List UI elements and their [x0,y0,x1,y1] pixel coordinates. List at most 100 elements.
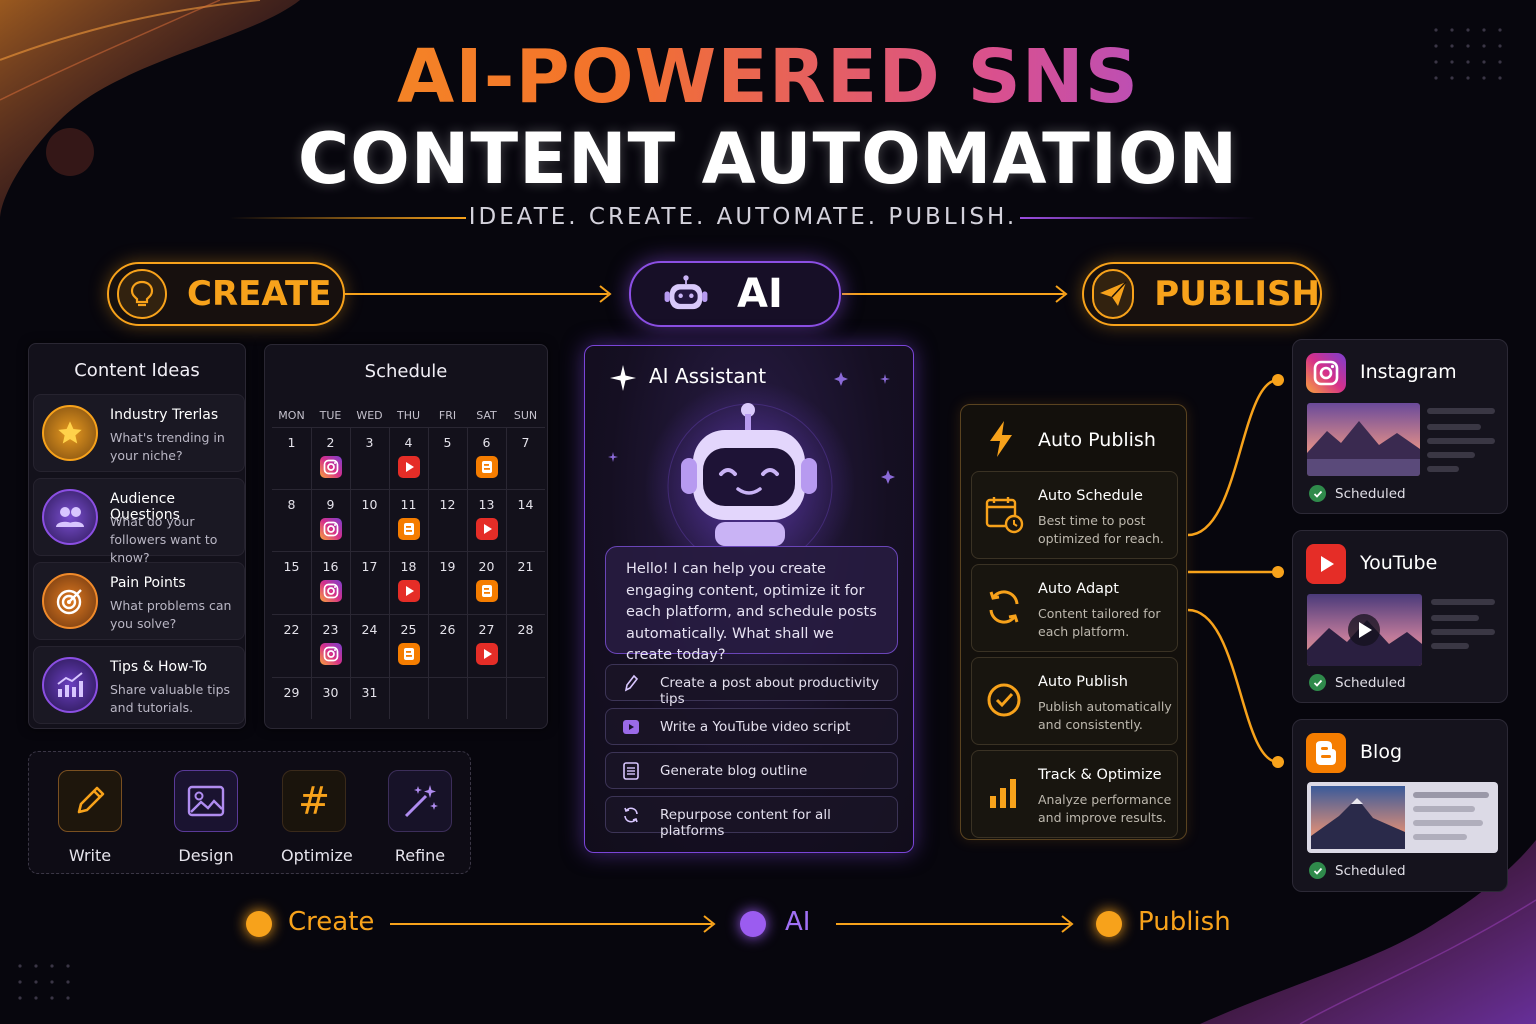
calendar-day[interactable]: 12 [439,497,456,512]
calendar-gridline [467,427,468,719]
calendar-day[interactable]: 27 [478,622,495,637]
bar-chart-icon [982,771,1026,815]
tagline: IDEATE. CREATE. AUTOMATE. PUBLISH. [468,204,1018,230]
main-title: AI-POWERED SNS [0,34,1536,120]
idea-item[interactable]: Tips & How-To Share valuable tips and tu… [33,646,245,724]
auto-publish-panel: Auto Publish Auto Schedule Best time to … [960,404,1187,840]
calendar-day[interactable]: 23 [322,622,339,637]
platform-name: Blog [1360,741,1402,763]
calendar-day[interactable]: 18 [400,559,417,574]
feature-desc: Publish automatically and consistently. [1038,699,1172,732]
calendar-day[interactable]: 20 [478,559,495,574]
idea-item[interactable]: Audience Questions What do your follower… [33,478,245,565]
blog-post-icon[interactable] [476,580,498,602]
youtube-post-icon[interactable] [476,518,498,540]
blog-post-icon[interactable] [476,456,498,478]
status-text: Scheduled [1335,485,1406,502]
auto-publish-feature[interactable]: Auto Adapt Content tailored for each pla… [971,564,1178,652]
weekday-header: WED [356,409,383,422]
calendar-gridline [272,677,545,678]
calendar-day[interactable]: 28 [517,622,534,637]
calendar-day[interactable]: 22 [283,622,300,637]
lightning-icon [990,421,1012,457]
calendar-day[interactable]: 29 [283,685,300,700]
idea-title: Audience Questions [110,491,180,523]
calendar-day[interactable]: 16 [322,559,339,574]
calendar-gridline [272,551,545,552]
calendar-day[interactable]: 4 [404,435,413,450]
feature-title: Auto Publish [1038,674,1128,690]
suggestion-button[interactable]: Generate blog outline [605,752,898,789]
calendar-day[interactable]: 2 [326,435,335,450]
auto-publish-feature[interactable]: Track & Optimize Analyze performance and… [971,750,1178,838]
calendar-day[interactable]: 8 [287,497,296,512]
idea-item[interactable]: Pain Points What problems can you solve? [33,562,245,640]
tool-write[interactable]: Write [57,770,123,865]
instagram-post-icon[interactable] [320,456,342,478]
calendar-day[interactable]: 6 [482,435,491,450]
instagram-post-icon[interactable] [320,643,342,665]
calendar-day[interactable]: 26 [439,622,456,637]
youtube-post-icon[interactable] [398,456,420,478]
calendar-day[interactable]: 25 [400,622,417,637]
calendar-day[interactable]: 1 [287,435,296,450]
calendar-day[interactable]: 7 [521,435,530,450]
calendar-clock-icon [982,492,1026,536]
suggestion-button[interactable]: Repurpose content for all platforms [605,796,898,839]
magic-wand-icon [388,770,452,832]
youtube-post-icon[interactable] [398,580,420,602]
calendar-gridline [272,427,545,428]
auto-publish-feature[interactable]: Auto Schedule Best time to post optimize… [971,471,1178,559]
suggestion-button[interactable]: Create a post about productivity tips [605,664,898,707]
status-text: Scheduled [1335,674,1406,691]
calendar-day[interactable]: 5 [443,435,452,450]
tool-optimize[interactable]: # Optimize [281,770,353,865]
content-ideas-panel: Content Ideas Industry Trerlas What's tr… [28,343,246,729]
calendar-day[interactable]: 19 [439,559,456,574]
ai-assistant-panel: AI Assistant Hello! I can help you creat… [584,345,914,853]
instagram-post-icon[interactable] [320,518,342,540]
platform-card-blog[interactable]: Blog Scheduled [1292,719,1508,892]
calendar-day[interactable]: 14 [517,497,534,512]
calendar-day[interactable]: 9 [326,497,335,512]
paper-plane-icon [1092,269,1135,319]
calendar-day[interactable]: 30 [322,685,339,700]
pipeline-create-pill: CREATE [107,262,345,326]
calendar-day[interactable]: 17 [361,559,378,574]
platform-card-instagram[interactable]: Instagram Scheduled [1292,339,1508,514]
tool-label: Design [178,846,234,865]
feature-desc: Analyze performance and improve results. [1038,792,1172,825]
youtube-post-icon[interactable] [476,643,498,665]
idea-item[interactable]: Industry Trerlas What's trending in your… [33,394,245,472]
calendar-day[interactable]: 15 [283,559,300,574]
lightbulb-icon [117,269,167,319]
calendar-day[interactable]: 21 [517,559,534,574]
tool-refine[interactable]: Refine [387,770,453,865]
calendar-day[interactable]: 10 [361,497,378,512]
calendar-gridline [506,427,507,719]
platform-card-youtube[interactable]: YouTube Scheduled [1292,530,1508,703]
document-icon [623,762,639,780]
blogger-icon [1306,733,1346,773]
idea-title: Industry Trerlas [110,407,219,423]
calendar-day[interactable]: 3 [365,435,374,450]
weekday-header: TUE [319,409,342,422]
video-icon [623,720,639,734]
calendar-gridline [311,427,312,719]
pipeline-create-label: CREATE [187,274,332,314]
calendar-day[interactable]: 13 [478,497,495,512]
instagram-post-icon[interactable] [320,580,342,602]
calendar-day[interactable]: 11 [400,497,417,512]
schedule-title: Schedule [364,361,448,382]
blog-post-icon[interactable] [398,643,420,665]
calendar-day[interactable]: 24 [361,622,378,637]
tool-design[interactable]: Design [173,770,239,865]
calendar-gridline [272,489,545,490]
pipeline-ai-label: AI [737,271,783,317]
auto-publish-feature[interactable]: Auto Publish Publish automatically and c… [971,657,1178,745]
suggestion-button[interactable]: Write a YouTube video script [605,708,898,745]
calendar-day[interactable]: 31 [361,685,378,700]
tagline-divider-left [230,217,466,219]
blog-post-icon[interactable] [398,518,420,540]
